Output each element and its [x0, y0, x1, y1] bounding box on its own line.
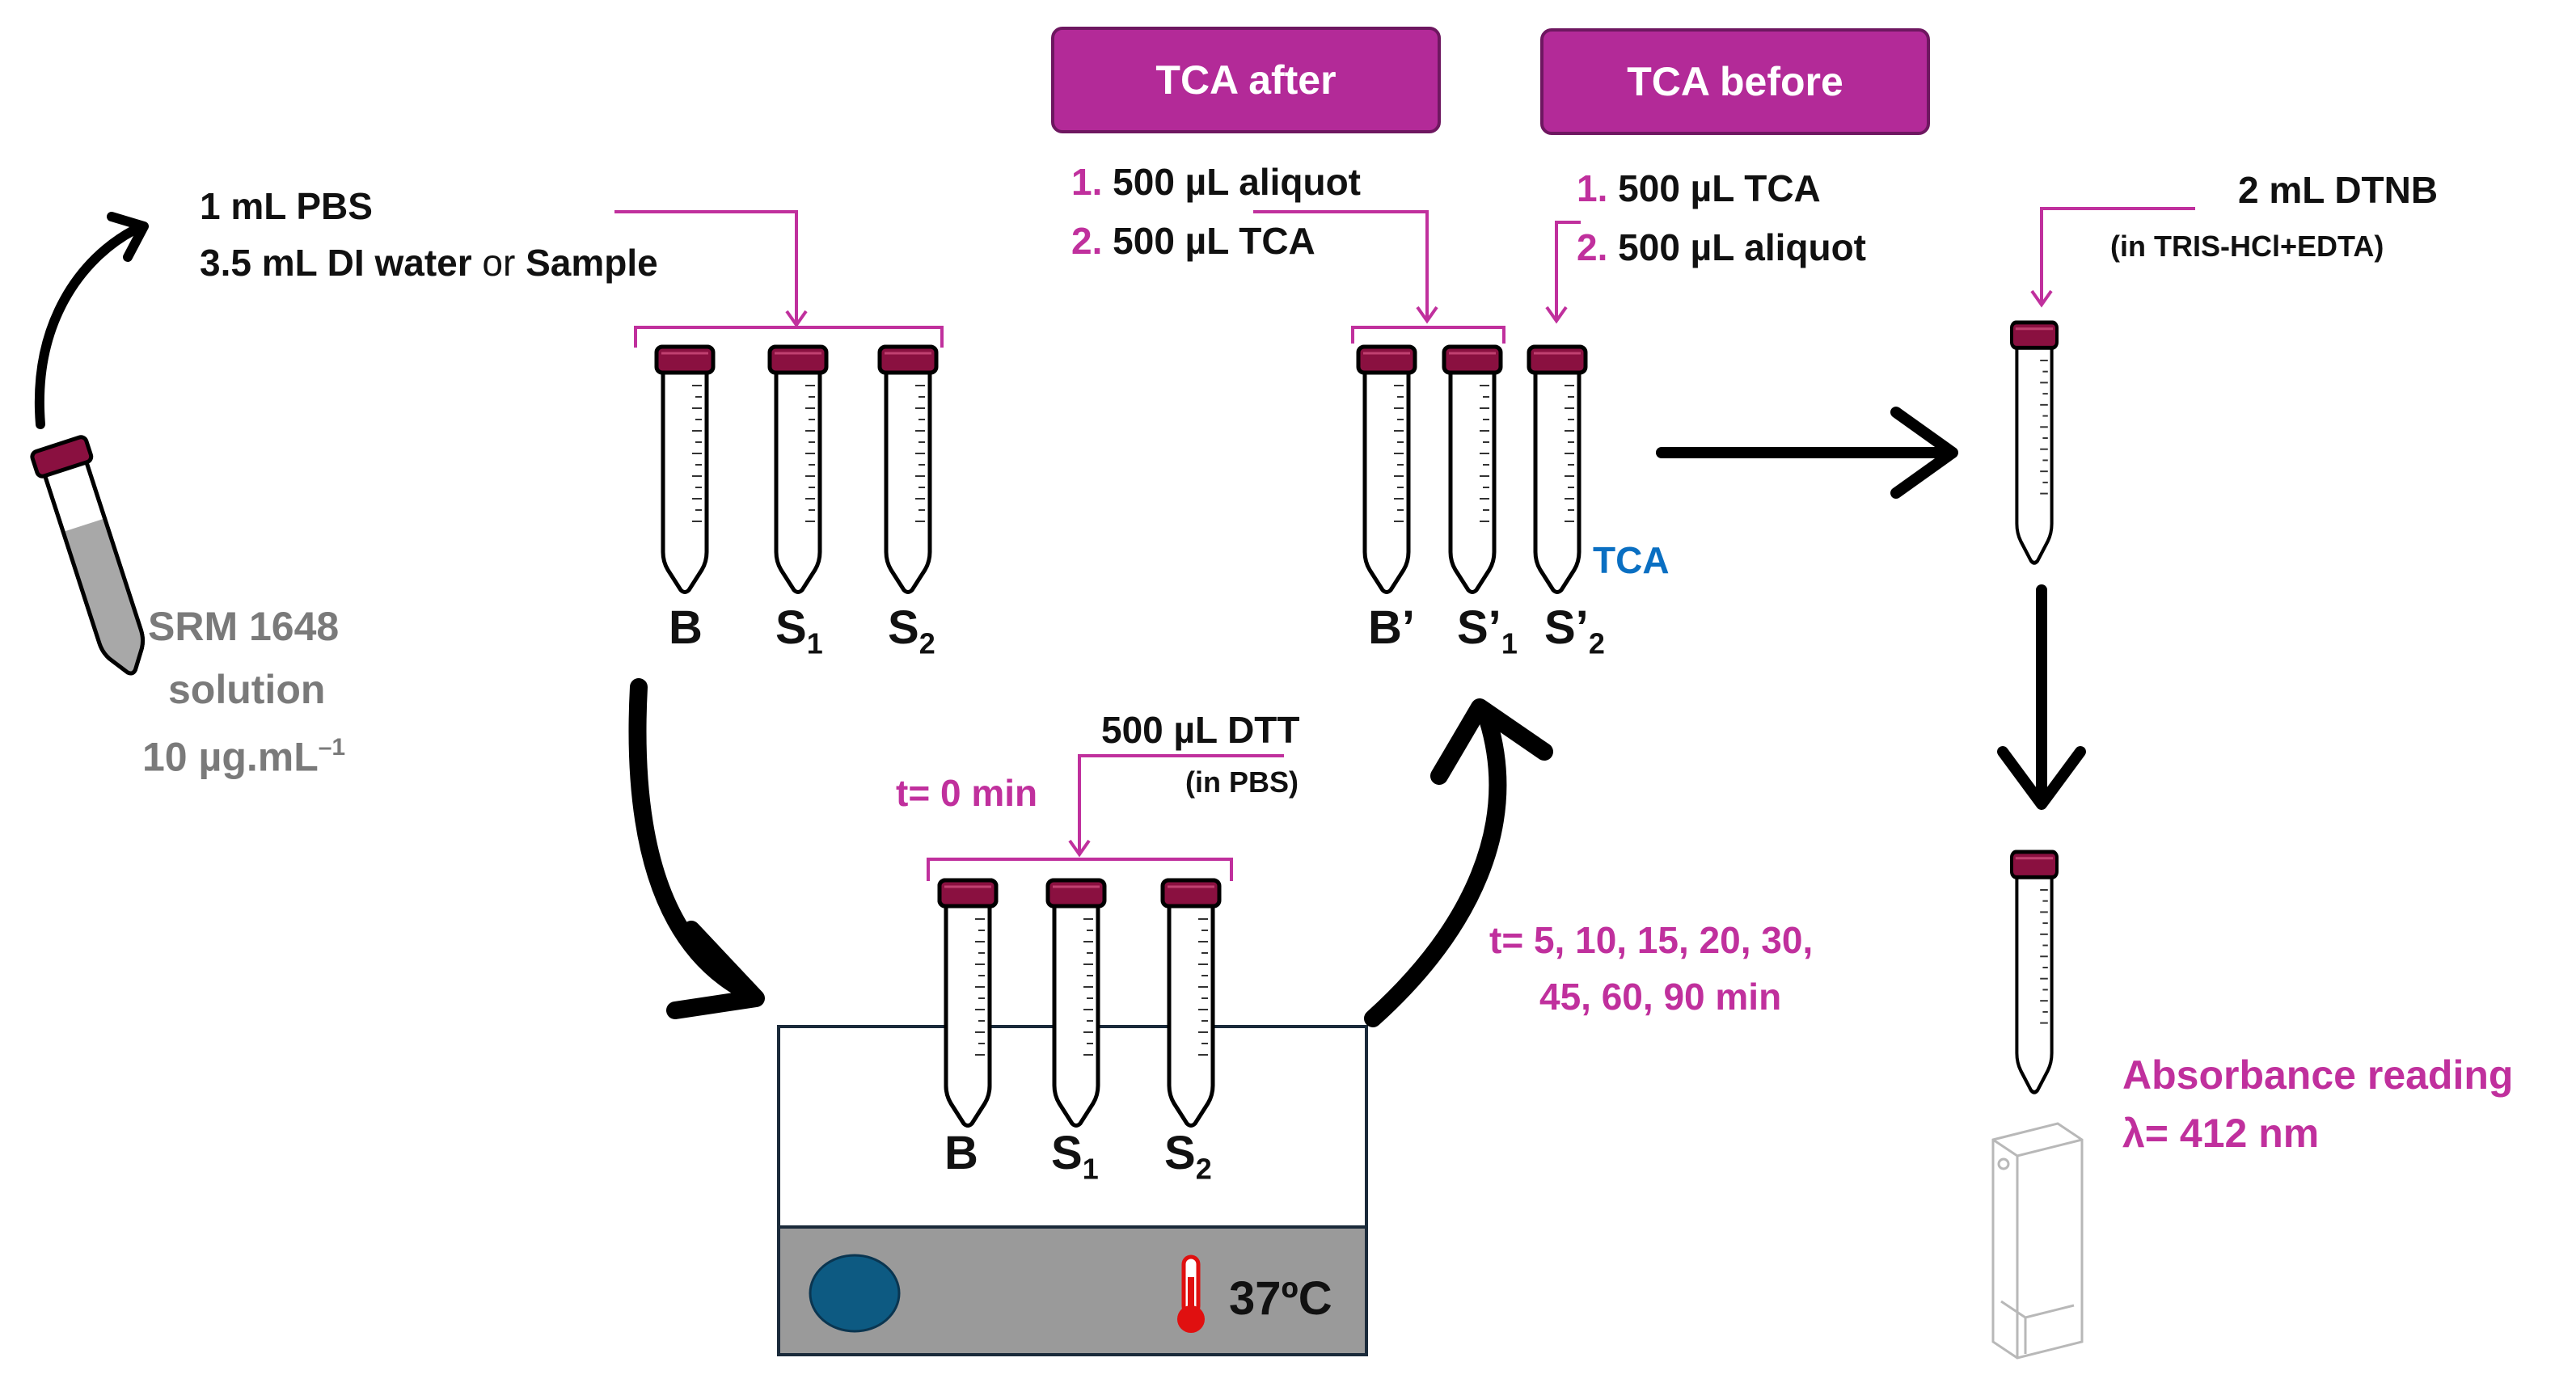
- tca-label: TCA: [1593, 539, 1670, 581]
- pbs-label: 1 mL PBS: [200, 185, 373, 227]
- label-s2-prime: S’2: [1544, 601, 1605, 660]
- tube-s2: [880, 347, 936, 592]
- tube-yellow: [2012, 852, 2057, 1092]
- thermometer-icon: [1177, 1254, 1205, 1333]
- bath-label-s1: S1: [1051, 1127, 1099, 1186]
- bath-tube-b: [940, 880, 996, 1126]
- label-s1: S1: [775, 601, 823, 660]
- time-zero: t= 0 min: [896, 772, 1038, 814]
- bracket-tca-after: [1253, 210, 1505, 344]
- to-bath-arrow: [628, 678, 753, 999]
- bath-tube-s2: [1163, 880, 1219, 1126]
- cuvette-icon: [1991, 1122, 2084, 1360]
- bath-knob: [809, 1254, 901, 1333]
- srm-line3: 10 µg.mL–1: [142, 734, 346, 780]
- bath-label-s2: S2: [1164, 1127, 1212, 1186]
- dtt-sub: (in PBS): [1185, 765, 1299, 799]
- bracket-dtnb: [2040, 207, 2195, 303]
- srm-tube: [30, 435, 145, 676]
- tube-s1-prime: [1444, 347, 1501, 592]
- bracket-tca-before: [1555, 221, 1581, 319]
- times-line2: 45, 60, 90 min: [1539, 976, 1782, 1018]
- label-s2: S2: [888, 601, 935, 660]
- label-b-prime: B’: [1368, 601, 1415, 654]
- label-b: B: [669, 601, 703, 654]
- tube-dtnb: [2012, 323, 2057, 563]
- bracket-dtt: [927, 754, 1284, 881]
- tca-after-box: TCA after: [1051, 27, 1441, 133]
- tca-before-step1: 1. 500 µL TCA: [1577, 167, 1821, 209]
- absorbance-line2: λ= 412 nm: [2122, 1111, 2320, 1156]
- tube-s2-prime: [1529, 347, 1586, 592]
- tca-after-step1: 1. 500 µL aliquot: [1071, 161, 1361, 203]
- tca-after-step2: 2. 500 µL TCA: [1071, 220, 1315, 262]
- bath-tube-s1: [1048, 880, 1104, 1126]
- srm-line2: solution: [168, 667, 326, 712]
- dtnb-sub: (in TRIS-HCl+EDTA): [2110, 230, 2384, 263]
- water-bath: [777, 1025, 1368, 1356]
- bracket-group-1: [614, 210, 944, 348]
- bath-temperature: 37ºC: [1229, 1272, 1332, 1325]
- water-or-sample-label: 3.5 mL DI water or Sample: [200, 242, 658, 284]
- to-tca-arrow: [1364, 710, 1507, 1027]
- dtnb-label: 2 mL DTNB: [2238, 169, 2439, 211]
- label-s1-prime: S’1: [1457, 601, 1518, 660]
- bath-label-b: B: [944, 1127, 978, 1179]
- srm-to-pbs-arrow: [34, 226, 138, 429]
- tube-b-prime: [1358, 347, 1415, 592]
- tube-b: [657, 347, 713, 592]
- tube-s1: [770, 347, 826, 592]
- srm-line1: SRM 1648: [148, 604, 340, 649]
- dtt-label: 500 µL DTT: [1101, 709, 1300, 751]
- absorbance-line1: Absorbance reading: [2122, 1052, 2514, 1098]
- tca-before-box: TCA before: [1540, 28, 1930, 135]
- times-line1: t= 5, 10, 15, 20, 30,: [1489, 919, 1814, 961]
- tca-before-step2: 2. 500 µL aliquot: [1577, 226, 1866, 268]
